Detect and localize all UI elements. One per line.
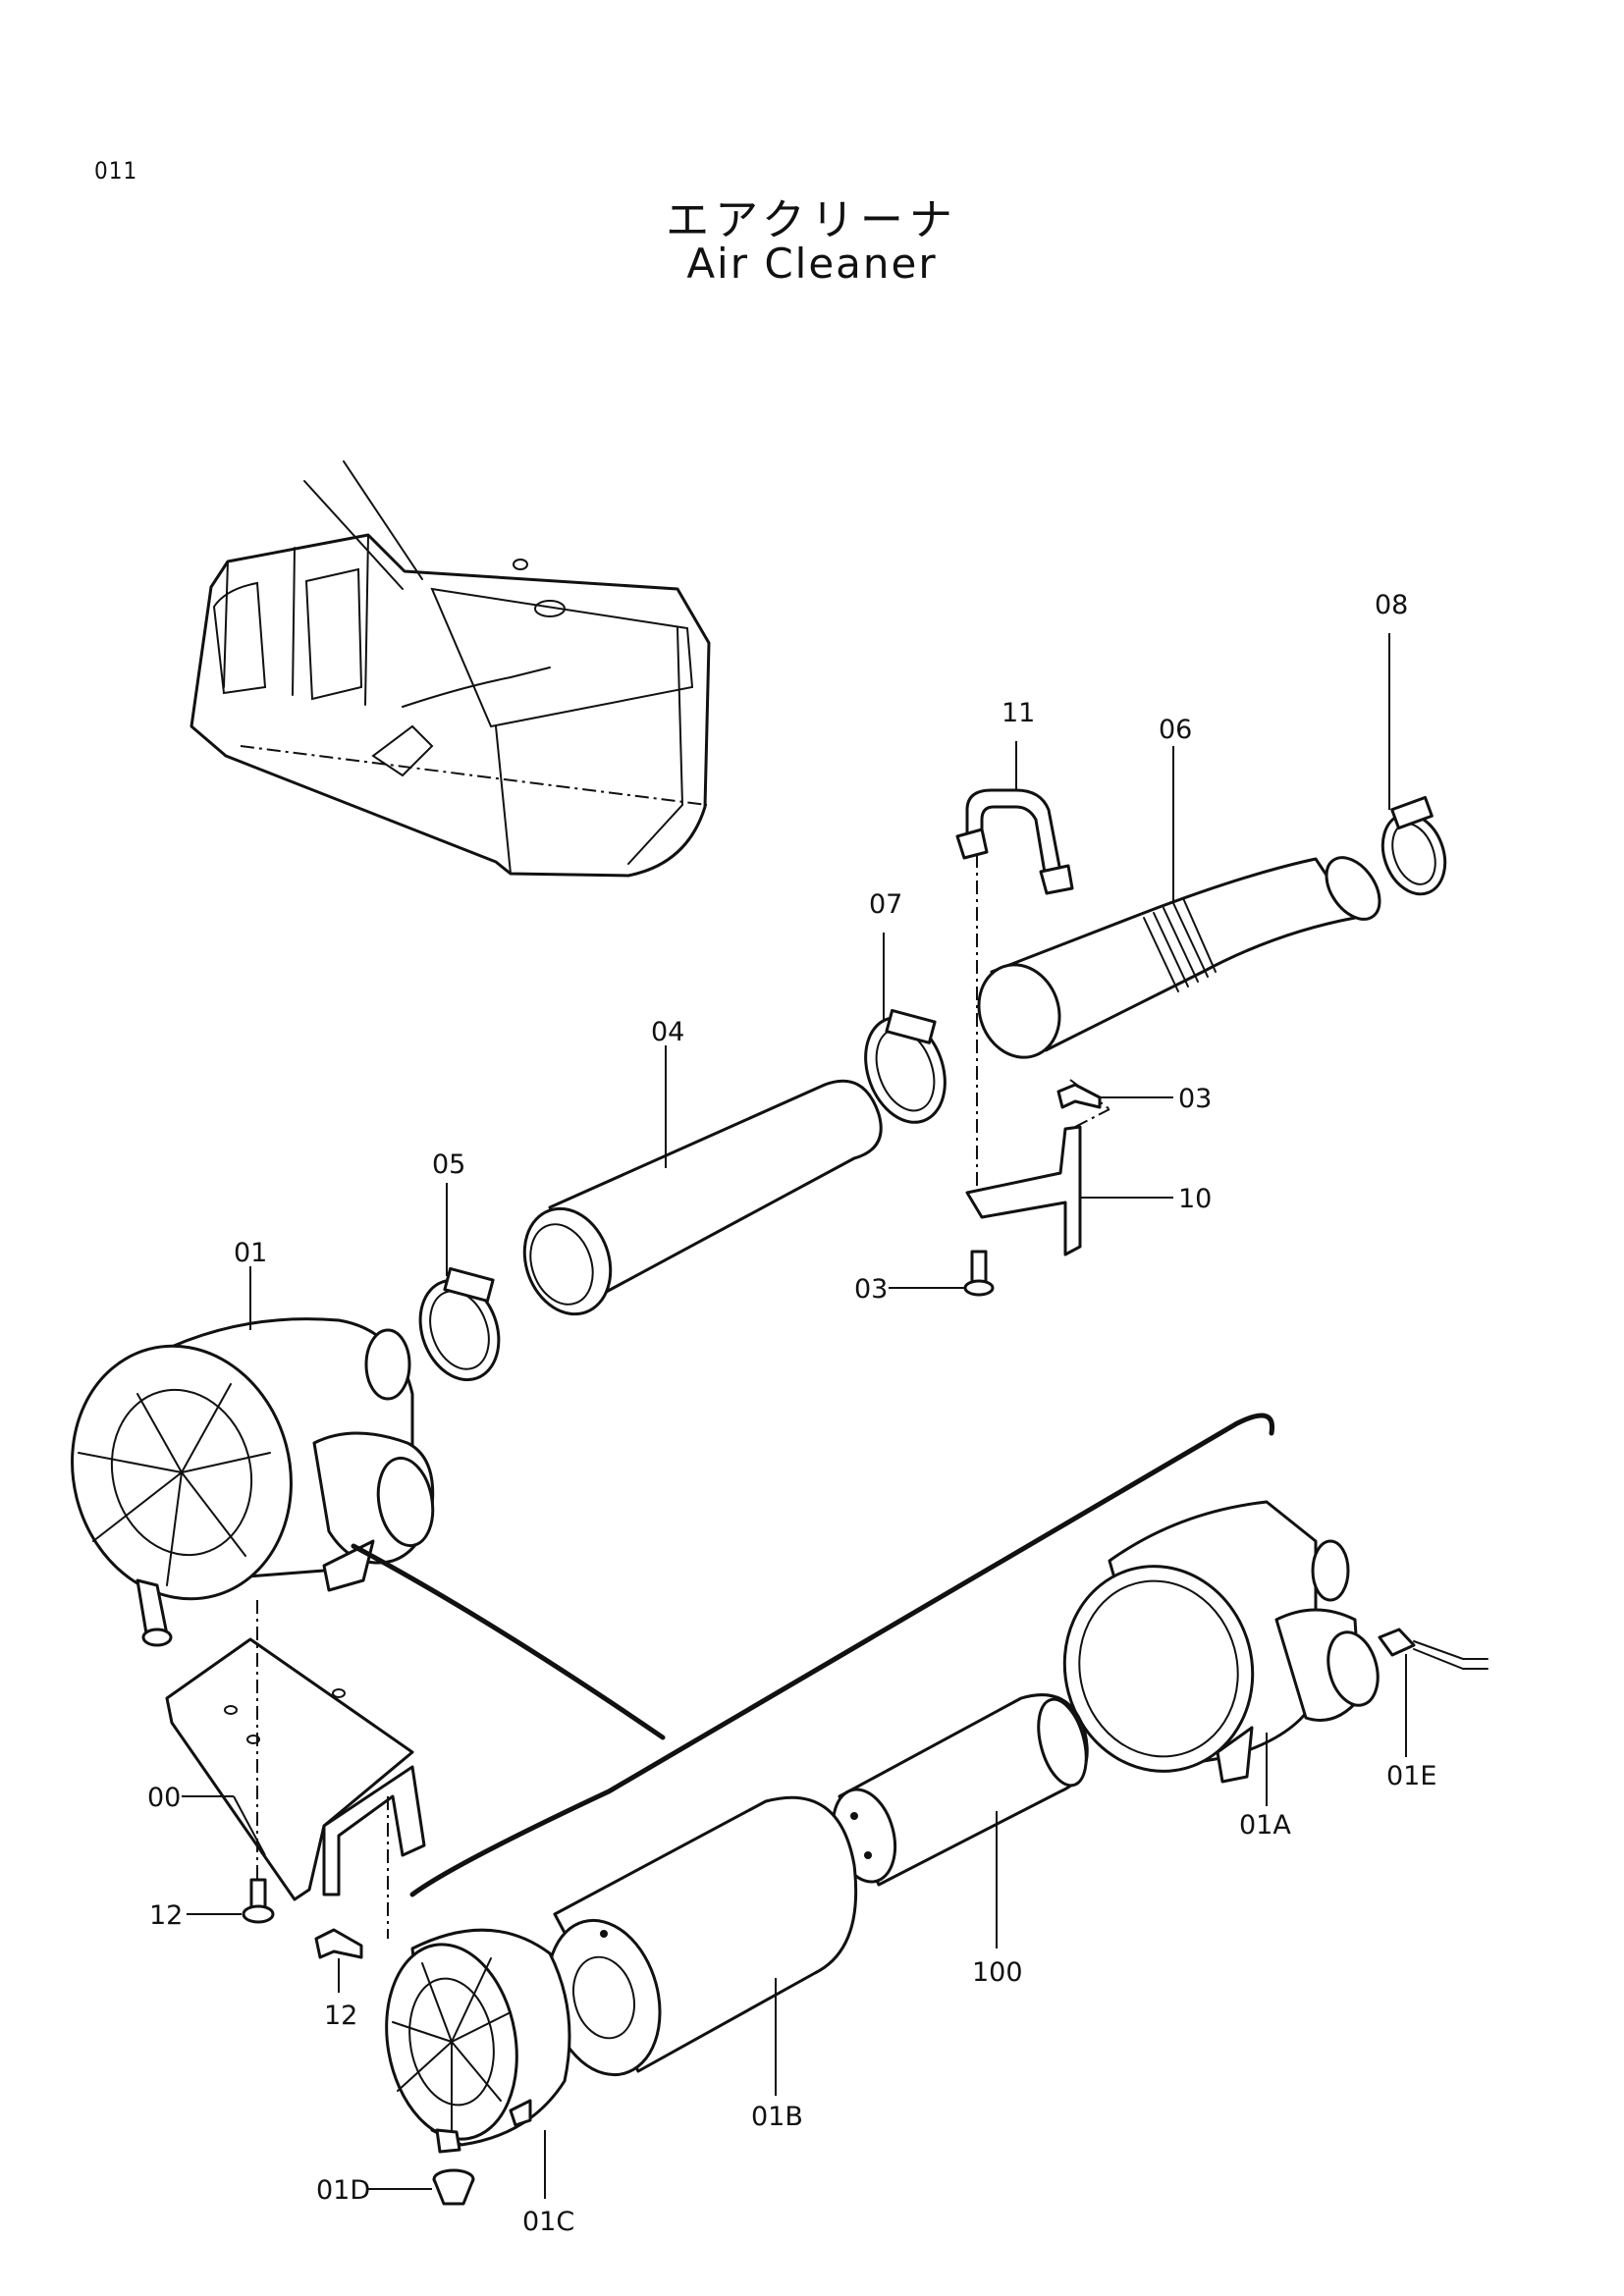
part-11-u-bracket [955,741,1074,895]
part-100-safety-element [831,1693,1089,1949]
part-01b-main-filter-element [546,1795,858,2096]
callout-10: 10 [1178,1184,1212,1214]
title-english: Air Cleaner [686,240,938,288]
part-06-bent-hose [977,746,1381,1059]
part-01c-cleaner-cover [385,1928,571,2199]
part-01d-evacuator-valve [368,2168,475,2206]
callout-07: 07 [869,889,902,920]
part-00-mounting-bracket [165,1600,426,1939]
callout-01: 01 [234,1238,267,1268]
part-10-support-bracket [965,854,1173,1256]
callout-08: 08 [1375,590,1408,620]
part-01a-cleaner-housing [1062,1500,1380,1806]
callout-labels: 08 11 06 07 04 03 05 10 01 03 00 01E 01A… [147,590,1436,2237]
part-01e-restriction-sensor [1378,1628,1489,1757]
title-japanese: エアクリーナ [666,195,958,245]
exploded-view-link-upper [351,1543,666,1740]
part-12-bolt-left [187,1878,275,1924]
callout-00: 00 [147,1783,181,1813]
part-04-straight-hose [522,1045,883,1316]
page-number: 011 [94,157,138,185]
part-03-bolt-lower [889,1250,995,1297]
part-08-hose-clamp [1380,633,1447,896]
part-03-bolt-upper [1056,1083,1173,1109]
callout-01b: 01B [751,2102,803,2132]
callout-01d: 01D [316,2175,370,2206]
callout-06: 06 [1159,715,1192,745]
callout-100: 100 [972,1957,1023,1988]
part-01-air-cleaner-assembly [71,1266,435,1647]
callout-04: 04 [651,1017,684,1047]
callout-12-left: 12 [149,1900,183,1931]
callout-01c: 01C [522,2207,574,2237]
callout-12-right: 12 [324,2001,357,2031]
excavator-locator-illustration [189,460,711,878]
callout-11: 11 [1001,698,1035,728]
callout-03-upper: 03 [1178,1084,1212,1114]
part-07-hose-clamp [864,933,947,1124]
callout-05: 05 [432,1149,465,1180]
part-12-bolt-right [314,1928,363,1993]
callout-03-lower: 03 [854,1274,888,1305]
air-cleaner-location-marker [371,724,434,777]
callout-01a: 01A [1239,1810,1291,1841]
exploded-view-link-lower [409,1413,1275,1897]
part-05-hose-clamp [418,1183,501,1382]
callout-01e: 01E [1386,1761,1436,1791]
